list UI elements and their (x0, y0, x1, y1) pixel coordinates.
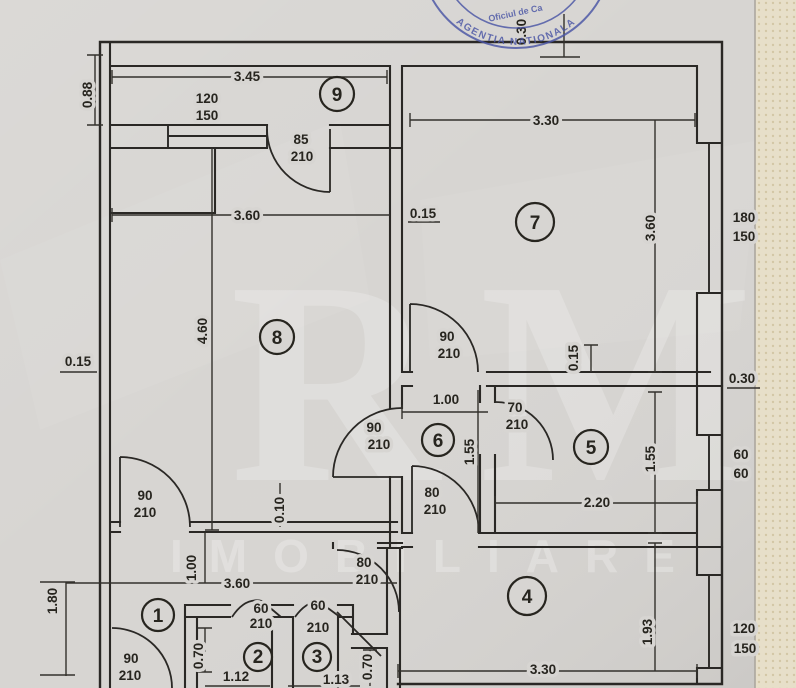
dimension-label: 90 (439, 329, 454, 344)
door-hall-to-room7 (409, 303, 479, 373)
dimension-label: 3.30 (533, 113, 559, 128)
door-room8-to-room1 (119, 456, 191, 528)
door-room8-to-hall (332, 407, 403, 478)
dimension-label: 0.10 (272, 497, 287, 523)
svg-text:1: 1 (153, 606, 164, 627)
room-number-5: 5 (572, 428, 610, 466)
dimension-label: 1.55 (462, 438, 477, 465)
door-hall-to-room5 (494, 401, 554, 461)
room-number-6: 6 (420, 422, 456, 458)
dimension-label: 0.70 (191, 643, 206, 669)
dimension-label: 1.55 (643, 445, 658, 472)
dimension-label: 150 (734, 641, 757, 656)
dimension-label: 210 (134, 505, 157, 520)
dimension-label: 210 (368, 437, 391, 452)
dimension-label: 60 (733, 466, 748, 481)
paper-crease (420, 140, 760, 360)
room-number-9: 9 (318, 75, 356, 113)
scan-edge-strip (754, 0, 796, 688)
room-numbers: 9 7 8 6 5 4 1 2 3 (140, 75, 610, 673)
svg-text:9: 9 (332, 85, 343, 106)
dimension-label: 1.93 (640, 618, 655, 645)
dimension-label: 70 (507, 400, 522, 415)
dimension-label: 90 (366, 420, 381, 435)
dimension-label: 210 (506, 417, 529, 432)
door-room2 (231, 599, 282, 618)
svg-text:6: 6 (433, 431, 444, 452)
room-number-7: 7 (514, 201, 556, 243)
dimension-label: 210 (424, 502, 447, 517)
dimension-label: 210 (438, 346, 461, 361)
door-room3 (294, 601, 341, 618)
dimension-lines (40, 14, 760, 687)
dimension-label: 60 (733, 447, 748, 462)
dimension-label: 80 (356, 555, 371, 570)
dimension-label: 150 (733, 229, 756, 244)
dimension-label: 120 (733, 621, 756, 636)
dimension-label: 1.00 (184, 555, 199, 581)
dimension-label: 4.60 (195, 318, 210, 344)
dimension-label: 150 (196, 108, 219, 123)
dimension-line-strokes (40, 14, 760, 687)
paper-crease (0, 120, 370, 430)
dimension-label: 0.30 (729, 371, 755, 386)
dimension-label: 3.30 (530, 662, 556, 677)
svg-text:8: 8 (272, 328, 283, 349)
room-number-4: 4 (506, 575, 548, 617)
dimension-label: 2.20 (584, 495, 610, 510)
dimension-label: 210 (356, 572, 379, 587)
dimension-label: 1.13 (323, 672, 350, 687)
stamp-outer-ring (431, 0, 601, 49)
svg-text:2: 2 (253, 647, 264, 668)
doors (111, 128, 554, 688)
room-number-8: 8 (258, 318, 296, 356)
door-corridor-to-room4 (336, 549, 400, 657)
room-number-1: 1 (140, 597, 176, 633)
dimension-label: 90 (123, 651, 138, 666)
dimension-label: 3.60 (224, 576, 250, 591)
dimension-label: 210 (119, 668, 142, 683)
dimension-label: 0.15 (410, 206, 437, 221)
watermark-letters: RM (230, 222, 793, 543)
dimension-label: 1.12 (223, 669, 249, 684)
dimension-label: 0.88 (80, 81, 95, 108)
watermark-row: IMOBILIARE (170, 530, 701, 582)
dimension-label: 3.60 (643, 215, 658, 241)
dimension-label: 120 (196, 91, 219, 106)
svg-text:3: 3 (312, 647, 323, 668)
dimension-label: 90 (137, 488, 152, 503)
balcony-door (266, 128, 331, 193)
dimension-label: 0.30 (514, 19, 529, 45)
dimension-label: 0.70 (360, 654, 375, 680)
svg-text:7: 7 (530, 213, 541, 234)
exterior-walls (98, 40, 724, 688)
dimension-label: 210 (250, 616, 273, 631)
dimension-label: 3.60 (234, 208, 260, 223)
svg-text:4: 4 (522, 587, 533, 608)
dimension-label: 210 (307, 620, 330, 635)
dimension-label: 1.80 (45, 588, 60, 614)
dimension-label: 80 (424, 485, 439, 500)
dimension-label: 85 (293, 132, 309, 147)
svg-text:5: 5 (586, 438, 597, 459)
room-number-2: 2 (242, 641, 274, 673)
dimension-label: 0.15 (566, 344, 581, 371)
stamp-inner-ring (456, 0, 576, 29)
dimension-label: 210 (291, 149, 314, 164)
door-room1-bottom (111, 627, 173, 688)
watermark: RM IMOBILIARE (170, 222, 793, 582)
room-number-3: 3 (301, 641, 333, 673)
dimension-label: 60 (253, 601, 268, 616)
dimension-label: 1.00 (433, 392, 459, 407)
dimension-label: 60 (310, 598, 325, 613)
dimension-label: 180 (733, 210, 756, 225)
dimension-label: 3.45 (234, 69, 261, 84)
dimension-label: 0.15 (65, 354, 92, 369)
